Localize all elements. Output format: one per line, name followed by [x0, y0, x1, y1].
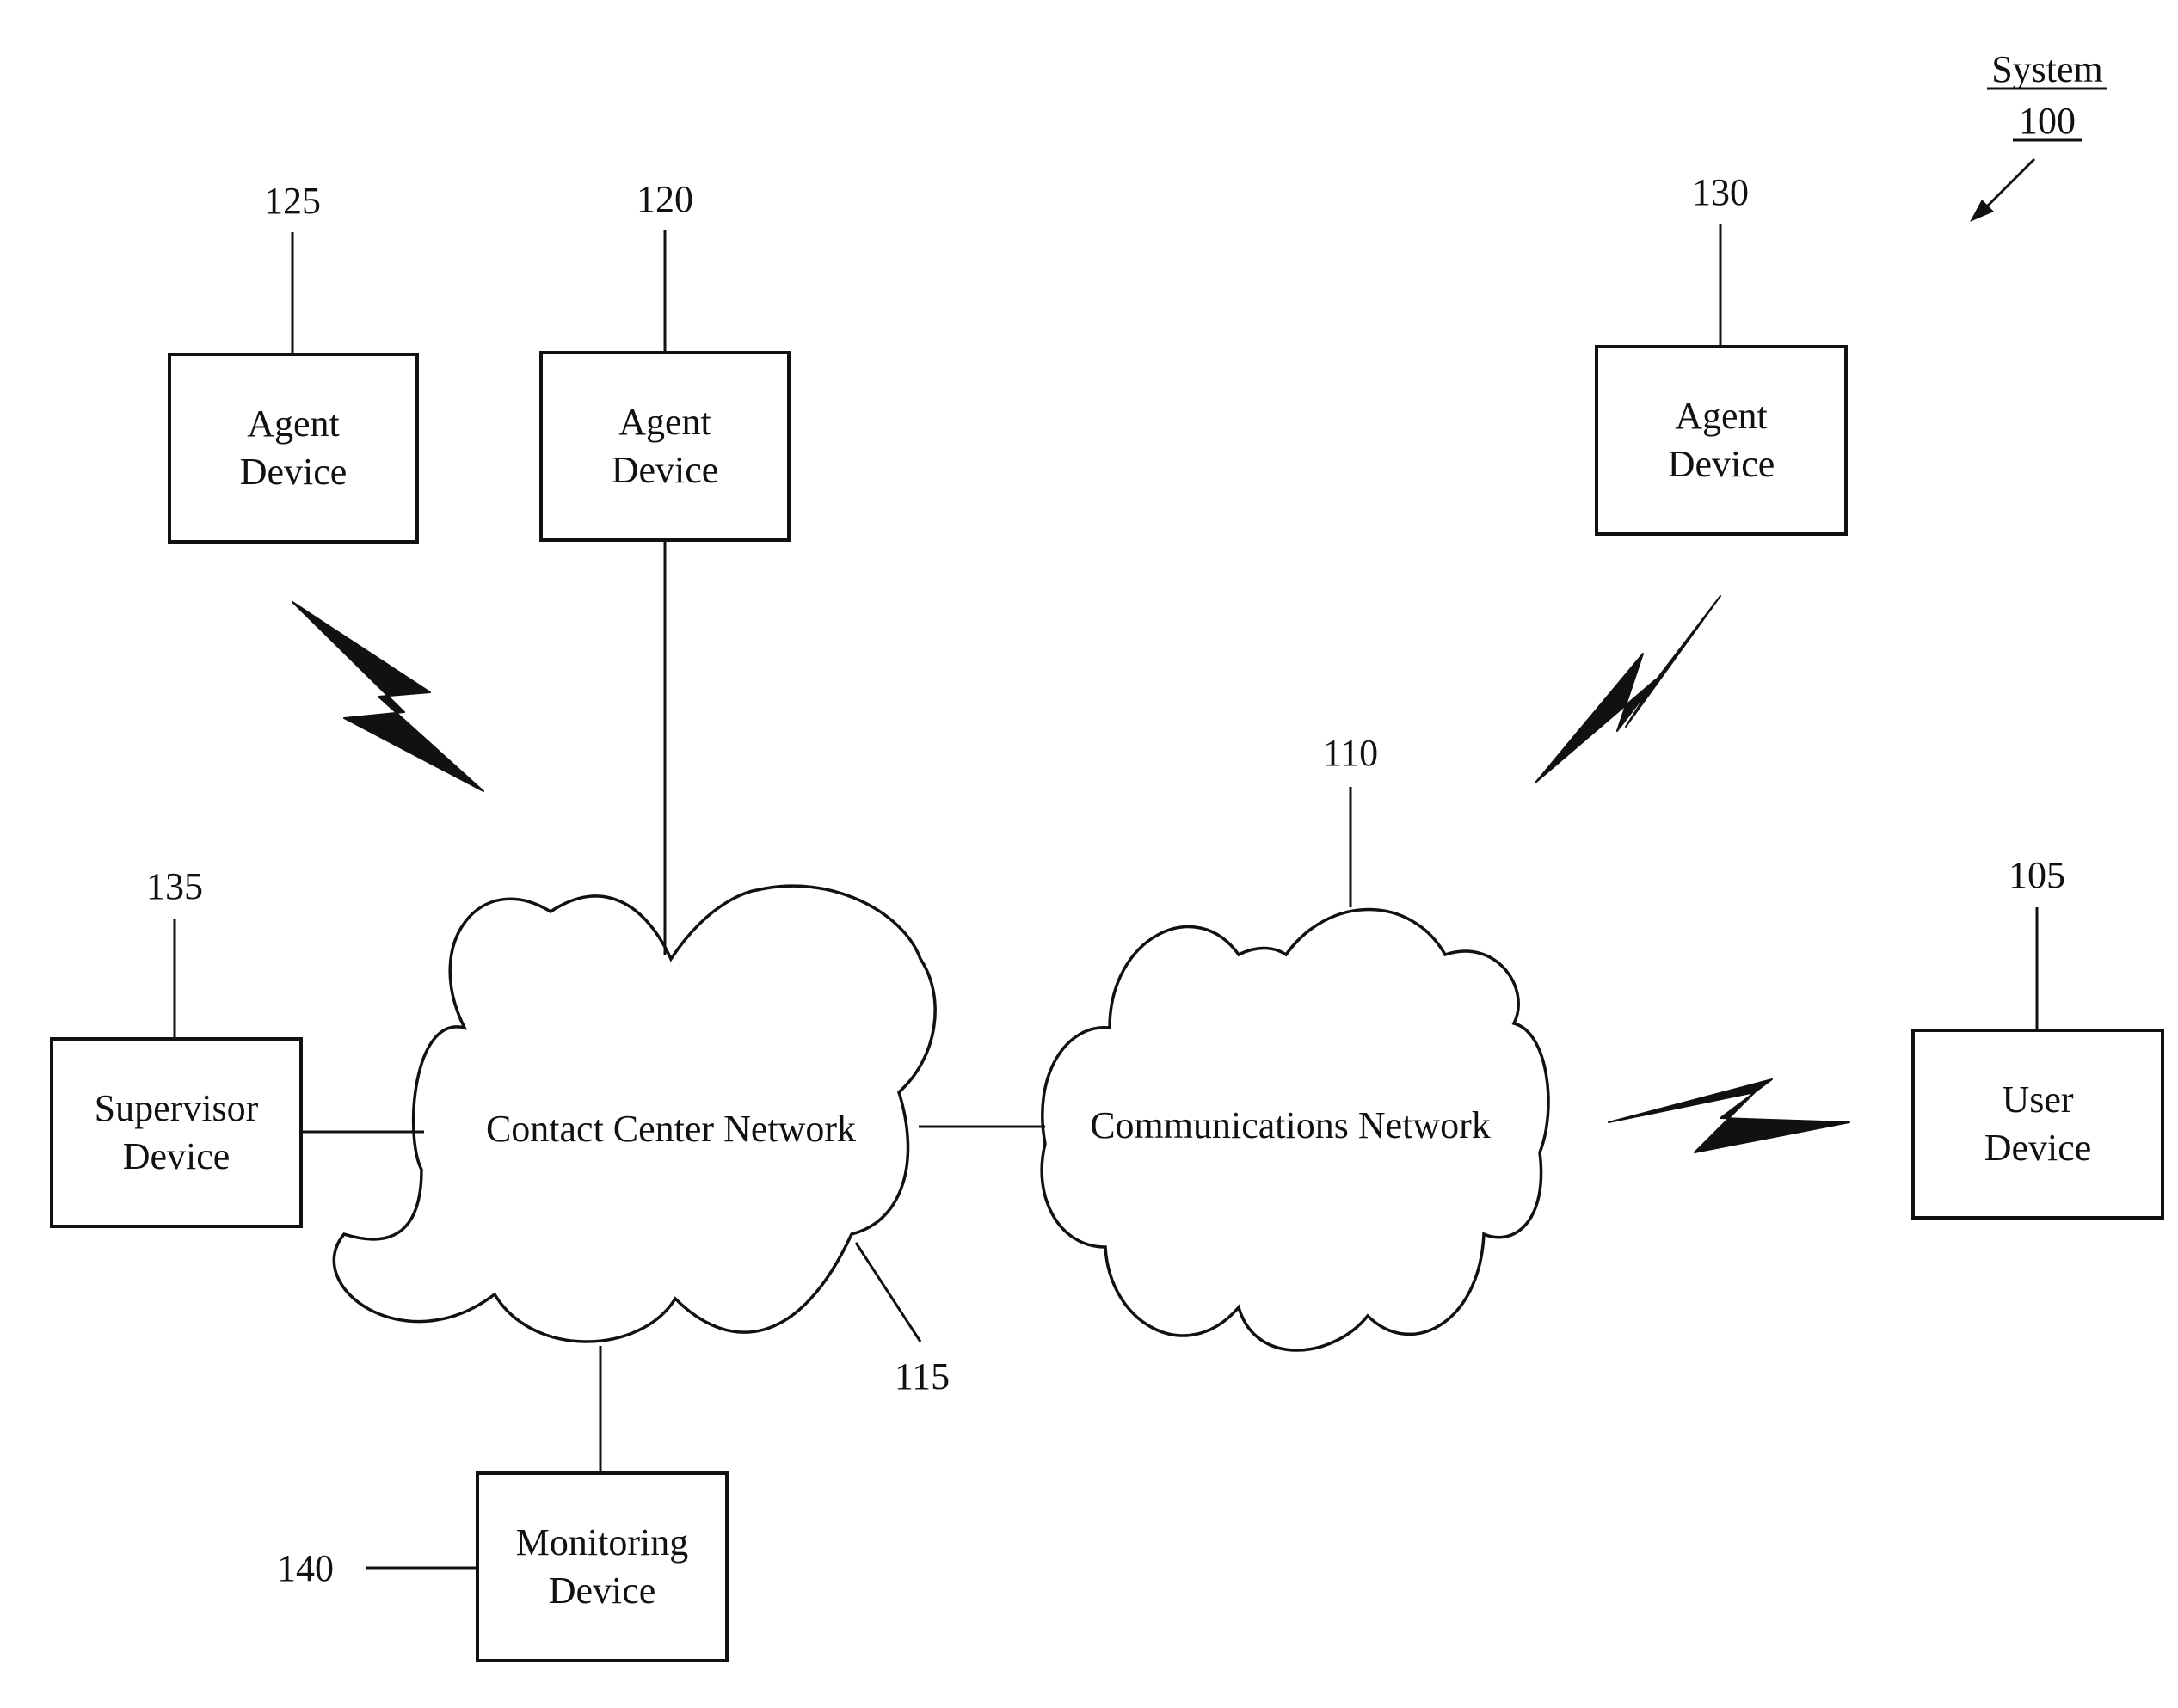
wireless-user-bolt [1609, 1079, 1849, 1152]
user-device-line2: Device [1984, 1127, 2092, 1169]
ref-number-135: 135 [146, 865, 203, 907]
communications-network-label: Communications Network [1090, 1104, 1491, 1146]
agent-device-120-line1: Agent [618, 401, 711, 443]
monitoring-device-line2: Device [549, 1570, 656, 1612]
supervisor-device-135: 135 Supervisor Device [52, 865, 301, 1226]
agent-device-125-line2: Device [240, 451, 348, 493]
ref-number-125: 125 [264, 180, 321, 222]
wireless-agent-130-bolt [1535, 596, 1720, 783]
ref-leader-115 [856, 1243, 920, 1342]
system-number-text: 100 [2019, 100, 2076, 142]
agent-device-125-line1: Agent [247, 402, 340, 445]
agent-device-120-line2: Device [612, 449, 719, 491]
user-device-line1: User [2002, 1078, 2073, 1121]
agent-device-130-line2: Device [1668, 443, 1775, 485]
wireless-agent-125-bolt [292, 602, 483, 791]
communications-network-ref: 110 [1323, 732, 1378, 907]
contact-center-network-label: Contact Center Network [486, 1108, 856, 1150]
agent-device-125-box [169, 354, 417, 542]
ref-number-140: 140 [277, 1547, 334, 1589]
ref-number-110: 110 [1323, 732, 1378, 774]
supervisor-device-line1: Supervisor [95, 1087, 259, 1129]
agent-device-130-box [1597, 347, 1846, 534]
agent-device-120: 120 Agent Device [541, 178, 789, 540]
monitoring-device-140: 140 Monitoring Device [277, 1473, 727, 1661]
agent-device-130-line1: Agent [1675, 395, 1768, 437]
system-label: System 100 [1970, 48, 2107, 222]
agent-device-120-box [541, 353, 789, 540]
ref-number-130: 130 [1692, 171, 1749, 213]
user-device-105: 105 User Device [1913, 854, 2163, 1218]
agent-device-125: 125 Agent Device [169, 180, 417, 542]
supervisor-device-135-box [52, 1039, 301, 1226]
contact-center-network-ref: 115 [856, 1243, 950, 1398]
contact-center-network: Contact Center Network [334, 886, 935, 1342]
supervisor-device-line2: Device [123, 1135, 231, 1177]
ref-number-120: 120 [637, 178, 693, 220]
system-label-text: System [1991, 48, 2103, 90]
ref-number-115: 115 [895, 1355, 950, 1398]
monitoring-device-line1: Monitoring [516, 1521, 688, 1564]
monitoring-device-140-box [477, 1473, 727, 1661]
user-device-105-box [1913, 1030, 2163, 1218]
agent-device-130: 130 Agent Device [1597, 171, 1846, 534]
ref-number-105: 105 [2009, 854, 2065, 896]
communications-network: Communications Network [1042, 910, 1548, 1351]
